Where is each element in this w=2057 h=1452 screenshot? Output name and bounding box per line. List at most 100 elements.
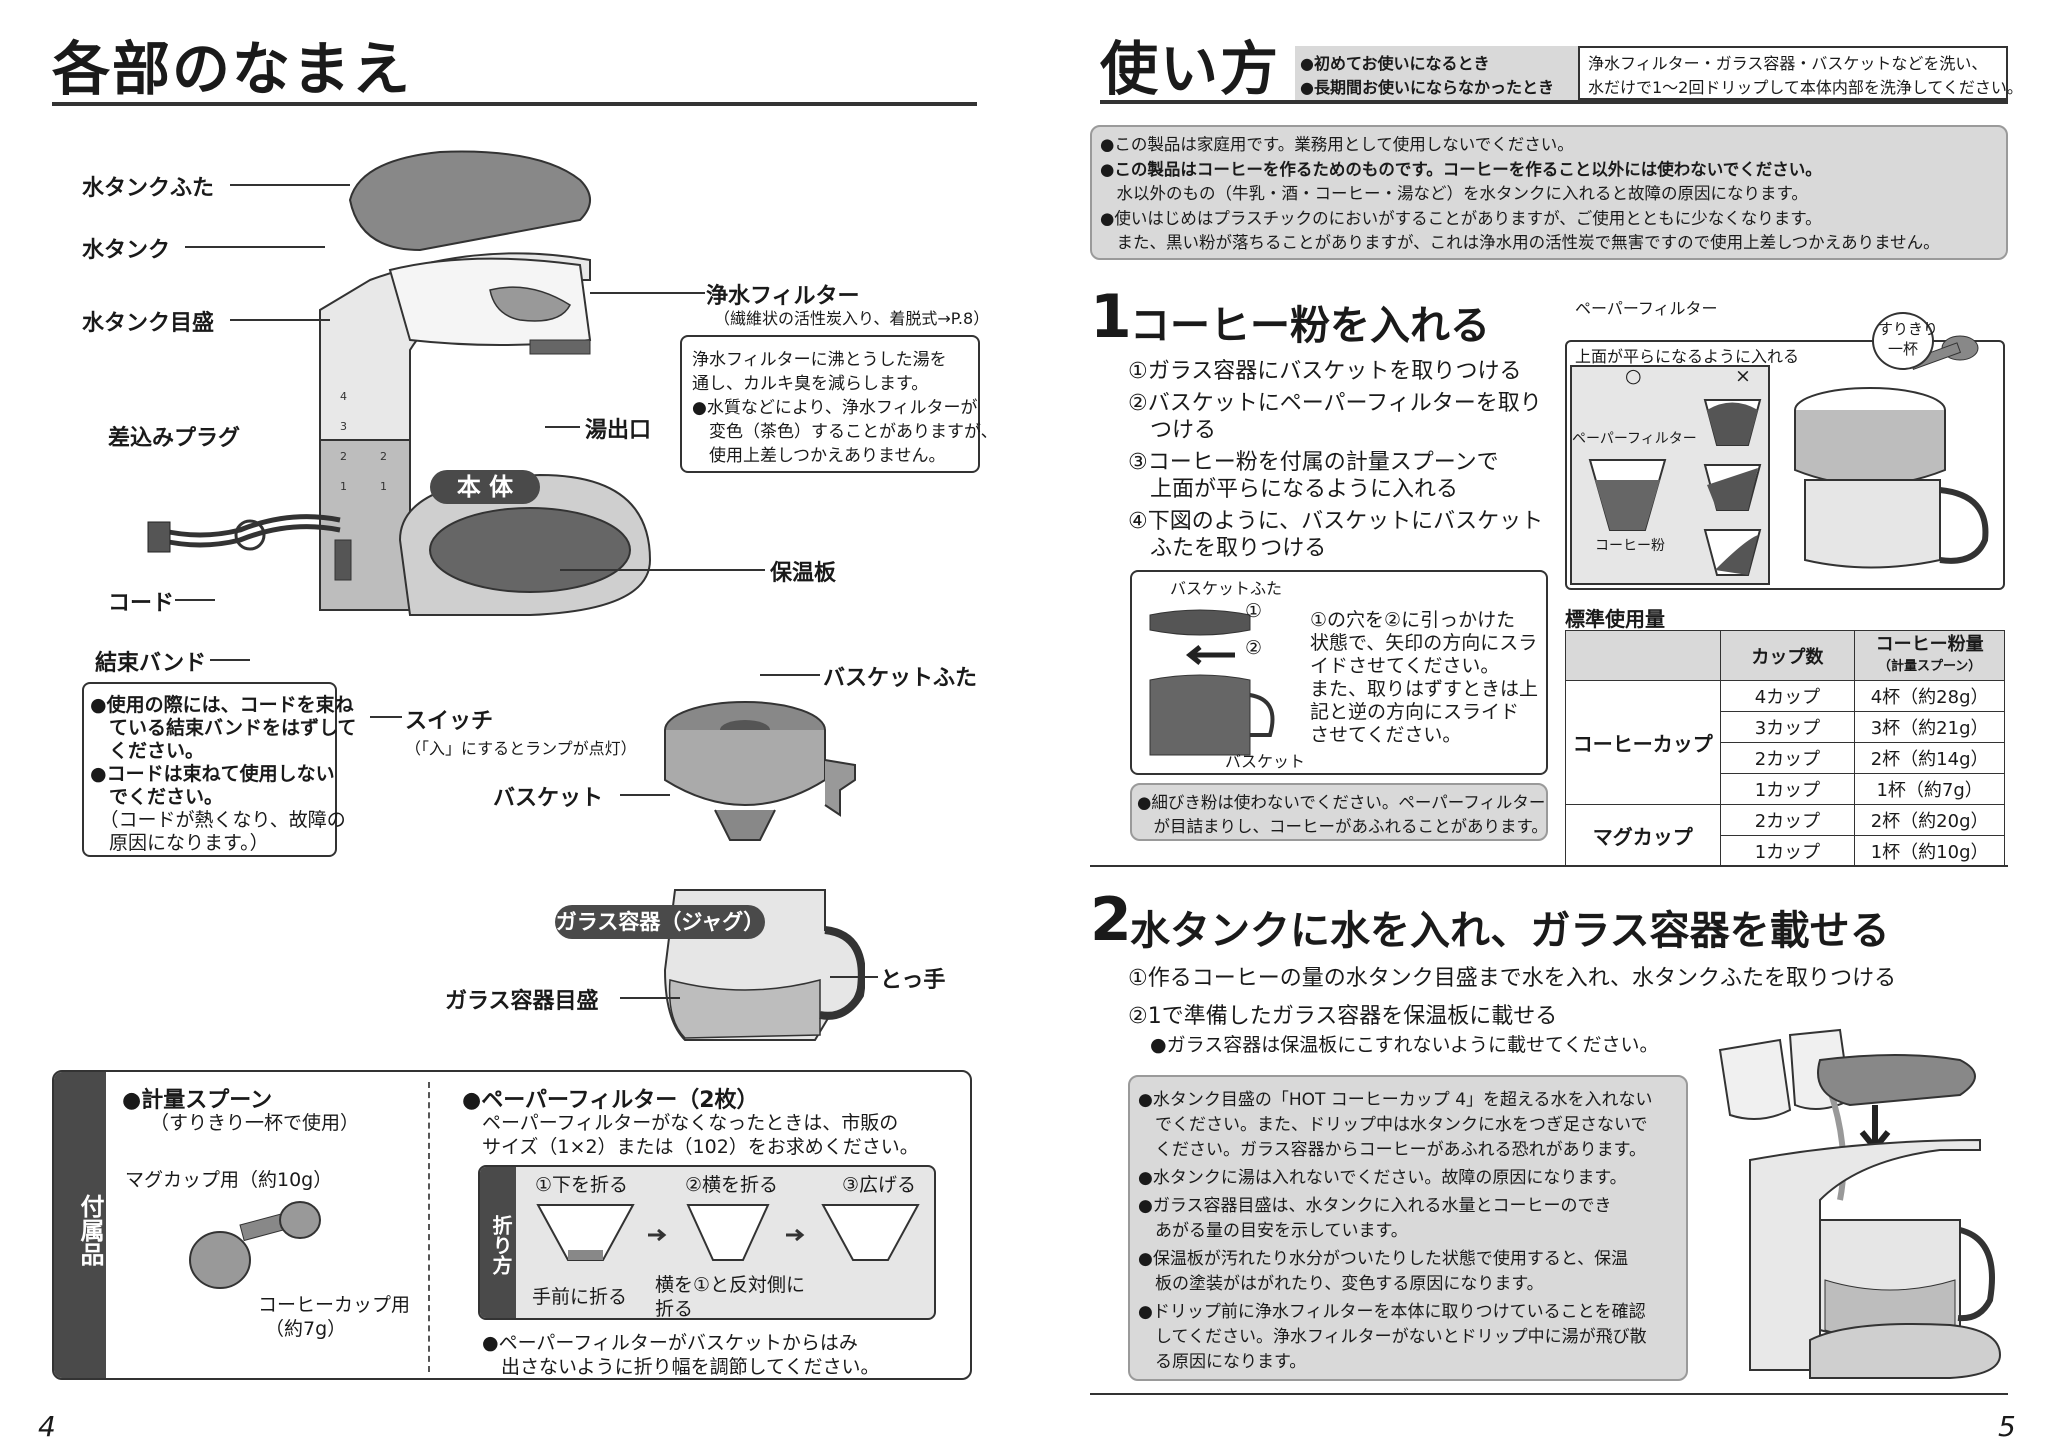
- step2-note-line: ●水タンク目盛の「HOT コーヒーカップ 4」を超える水を入れない: [1138, 1090, 1653, 1110]
- basket-with-filter-illustration: [1794, 335, 1989, 569]
- table-cell-amount: 1杯（約7g）: [1854, 773, 2005, 805]
- row-group-mug: マグカップ: [1565, 804, 1721, 867]
- fold-step-3: ③広げる: [842, 1174, 917, 1196]
- svg-text:1: 1: [380, 480, 387, 493]
- label-water-tank: 水タンク: [82, 238, 171, 263]
- label-switch-sub: （「入」にするとランプが点灯）: [405, 739, 637, 758]
- label-handle: とっ手: [880, 968, 946, 993]
- table-cell-amount: 4杯（約28g）: [1854, 680, 2005, 712]
- fold-side-label: 折り方: [489, 1215, 513, 1275]
- fold-note-2: 出さないように折り幅を調節してください。: [482, 1356, 880, 1378]
- first-use-box-left: [1295, 46, 1580, 100]
- step2-item2-sub: ●ガラス容器は保温板にこすれないように載せてください。: [1150, 1034, 1659, 1056]
- jug-label: ガラス容器（ジャグ）: [555, 905, 765, 939]
- table-cell-cups: 1カップ: [1719, 773, 1856, 805]
- table-cell-amount: 2杯（約14g）: [1854, 742, 2005, 774]
- leader-line: [230, 184, 350, 186]
- spoon-sub: （すりきり一杯で使用）: [150, 1112, 360, 1134]
- step1-item: ②バスケットにペーパーフィルターを取り: [1128, 391, 1542, 416]
- diagram-label-c2: ②: [1245, 637, 1263, 659]
- diagram-label-c1: ①: [1245, 600, 1263, 622]
- fold-caption-2b: 折る: [655, 1298, 694, 1320]
- amount-table-corner: [1565, 630, 1721, 681]
- table-cell-cups: 1カップ: [1719, 835, 1856, 867]
- step2-note-line: る原因になります。: [1138, 1352, 1307, 1372]
- label-warm-plate: 保温板: [770, 561, 837, 586]
- label-basket-lid: バスケットふた: [823, 666, 978, 691]
- filter-note-line: 浄水フィルターに沸とうした湯を: [692, 350, 947, 370]
- accessories-side-tab: [54, 1072, 106, 1378]
- flat-diagram-shapes: [1588, 399, 1762, 576]
- step2-notes-box: [1128, 1075, 1688, 1381]
- pf-label: ペーパーフィルター: [1572, 431, 1697, 447]
- cord-note-line: でください。: [90, 786, 224, 808]
- col-header-cups: カップ数: [1719, 630, 1856, 681]
- filter-note-box: [680, 335, 980, 473]
- paper-filter-text2: サイズ（1×2）または（102）をお求めください。: [482, 1136, 919, 1158]
- cord-note-line: ●使用の際には、コードを束ね: [90, 694, 354, 716]
- basket-illustration: [664, 701, 856, 841]
- ok-mark: ○: [1625, 365, 1642, 387]
- leader-line: [370, 716, 402, 718]
- leader-line: [560, 569, 765, 571]
- leader-line: [760, 674, 820, 676]
- body-label: 本 体: [430, 470, 540, 504]
- fold-side-tab: [480, 1167, 516, 1318]
- accessories-divider: [428, 1082, 430, 1372]
- page-title-right: 使い方: [1100, 35, 1281, 103]
- jug-illustration: [663, 889, 865, 1041]
- table-cell-amount: 2杯（約20g）: [1854, 804, 2005, 836]
- notice-line: ●この製品はコーヒーを作るためのものです。コーヒーを作ること以外には使わないでく…: [1100, 160, 1822, 179]
- amount-table: カップ数 コーヒー粉量（計量スプーン） コーヒーカップ 4カップ 4杯（約28g…: [1565, 630, 2005, 867]
- svg-text:4: 4: [340, 390, 347, 403]
- cup-spoon-label2: （約7g）: [265, 1318, 347, 1340]
- svg-text:2: 2: [380, 450, 387, 463]
- cord-note-box: [82, 682, 337, 857]
- step1-item: つける: [1128, 418, 1217, 443]
- step2-item1: ①作るコーヒーの量の水タンク目盛まで水を入れ、水タンクふたを取りつける: [1128, 966, 1897, 991]
- step2-note-line: ください。ガラス容器からコーヒーがあふれる恐れがあります。: [1138, 1140, 1646, 1160]
- leader-line: [545, 426, 580, 428]
- fold-step-1: ①下を折る: [535, 1174, 629, 1196]
- leader-line: [175, 599, 215, 601]
- diagram-text: 状態で、矢印の方向にスラ: [1310, 632, 1538, 654]
- label-filter: 浄水フィルター: [706, 284, 860, 309]
- step1-item: ③コーヒー粉を付属の計量スプーンで: [1128, 450, 1499, 475]
- leader-line: [185, 246, 325, 248]
- notice-line: 水以外のもの（牛乳・酒・コーヒー・湯など）を水タンクに入れると故障の原因になりま…: [1100, 184, 1808, 203]
- step2-note-line: してください。浄水フィルターがないとドリップ中に湯が飛び散: [1138, 1327, 1647, 1347]
- notice-line: ●使いはじめはプラスチックのにおいがすることがありますが、ご使用とともに少なくな…: [1100, 209, 1822, 228]
- col-header-amount-text: コーヒー粉量: [1875, 633, 1984, 655]
- label-water-tank-lid: 水タンクふた: [82, 176, 215, 201]
- fine-powder-note1: ●細びき粉は使わないでください。ペーパーフィルター: [1137, 793, 1546, 812]
- label-switch: スイッチ: [405, 709, 494, 734]
- page-title-left: 各部のなまえ: [52, 35, 413, 103]
- filter-note-line: 変色（茶色）することがありますが、: [692, 422, 998, 442]
- diagram-text: させてください。: [1310, 724, 1462, 746]
- leader-line: [620, 794, 670, 796]
- step2-note-line: でください。また、ドリップ中は水タンクに水をつぎ足さないで: [1138, 1115, 1648, 1135]
- mug-spoon-label: マグカップ用（約10g）: [125, 1169, 333, 1191]
- pouring-water-illustration: [1718, 1028, 2002, 1379]
- notice-box: [1090, 125, 2008, 260]
- cord-note-line: （コードが熱くなり、故障の: [90, 809, 346, 831]
- leader-line: [830, 976, 878, 978]
- filter-note-line: 通し、カルキ臭を減らします。: [692, 374, 929, 394]
- step1-item: 上面が平らになるように入れる: [1128, 477, 1459, 502]
- step2-title: 水タンクに水を入れ、ガラス容器を載せる: [1130, 908, 1890, 954]
- surikiri-label: すりきり: [1878, 320, 1939, 338]
- bottom-rule-right: [1090, 1393, 2008, 1395]
- ng-mark: ×: [1735, 365, 1751, 387]
- fold-note-1: ●ペーパーフィルターがバスケットからはみ: [482, 1332, 858, 1354]
- measuring-spoon-icon: [189, 1201, 321, 1289]
- table-cell-cups: 2カップ: [1719, 804, 1856, 836]
- col-header-amount: コーヒー粉量（計量スプーン）: [1854, 630, 2005, 681]
- svg-text:3: 3: [340, 420, 347, 433]
- label-jug-scale: ガラス容器目盛: [445, 989, 599, 1014]
- ippai-label: 一杯: [1888, 340, 1919, 358]
- label-basket: バスケット: [493, 786, 604, 811]
- step2-note-line: あがる量の目安を示しています。: [1138, 1221, 1408, 1241]
- cord-note-line: ている結束バンドをはずして: [90, 717, 357, 739]
- fold-caption-1: 手前に折る: [532, 1286, 628, 1308]
- spoon-title: ●計量スプーン: [122, 1088, 273, 1113]
